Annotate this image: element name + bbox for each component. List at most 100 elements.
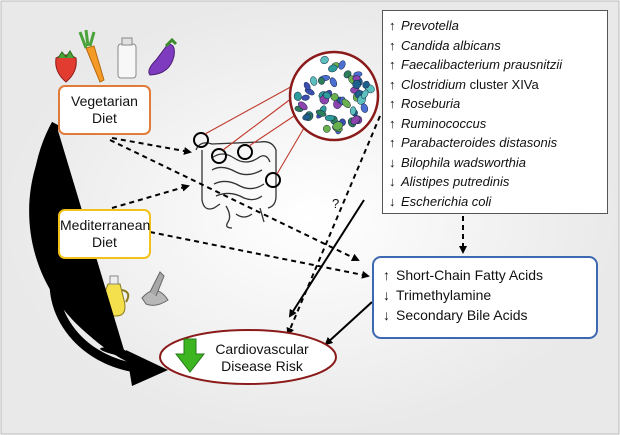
microbe-cell [301,94,310,101]
magnifier-circles [193,132,281,188]
microbe-cell [332,121,344,131]
metabolite-name: Secondary Bile Acids [396,307,528,323]
zoom-lines [204,83,305,175]
metabolites-to-cvd-arrow [324,301,373,346]
up-arrow-icon: ↑ [389,76,396,92]
milk-bottle-icon [117,37,137,79]
bacteria-name: Escherichia coli [401,193,492,209]
bacteria-item: ↑ Prevotella [389,16,607,36]
microbe-cells [293,56,375,135]
microbe-cell [310,76,318,86]
microbe-cell [322,124,331,133]
microbe-cell [360,103,369,113]
cvd-arrowhead [126,350,168,386]
bacteria-item: ↑ Faecalibacterium prausnitzii [389,55,607,75]
bacteria-name: Clostridium [401,76,467,92]
metabolite-item: ↑ Short-Chain Fatty Acids [383,265,596,285]
microbe-cell [352,79,362,89]
green-down-arrow-icon [174,338,206,373]
up-arrow-icon: ↑ [389,115,396,131]
up-arrow-icon: ↑ [383,267,390,283]
eggplant-icon [148,37,178,76]
vegetarian-to-cvd-arrow-body [32,121,140,367]
bacteria-suffix: cluster XIVa [466,76,539,92]
metabolite-name: Trimethylamine [396,287,492,303]
microbe-cell [303,81,311,91]
up-arrow-icon: ↑ [389,135,396,150]
cvd-label: Cardiovascular Disease Risk [198,341,326,375]
metabolites-box: ↑Short-Chain Fatty Acids↓Trimethylamine↓… [372,256,598,339]
microbe-cell [361,89,369,99]
up-arrow-icon: ↑ [389,18,396,33]
microbe-cell [338,60,346,70]
down-arrow-icon: ↓ [389,193,396,209]
dashed-arrows [109,115,467,336]
microbe-cell [322,91,331,99]
metabolite-name: Short-Chain Fatty Acids [396,267,544,283]
veg-to-gut-arrow [111,137,192,155]
bacteria-name: Parabacteroides distasonis [401,135,558,150]
up-arrow-icon: ↑ [389,57,396,72]
mediterranean-to-cvd-arrow-body [49,254,137,373]
intestine-icon [195,141,277,229]
up-arrow-icon: ↑ [389,96,396,111]
microbe-cell [302,114,311,121]
bacteria-name: Bilophila wadsworthia [401,154,527,170]
carrot-icon [78,29,105,83]
bacteria-item: ↑ Ruminococcus [389,114,607,134]
bacteria-item: ↓ Escherichia coli [389,192,607,212]
bacteria-item: ↑ Clostridium cluster XIVa [389,75,607,95]
up-arrow-icon: ↑ [389,37,396,53]
down-arrow-icon: ↓ [389,174,396,189]
microbe-cell [315,109,327,117]
med-to-metabolites-arrow [149,231,370,279]
question-mark: ? [332,196,340,211]
bacteria-list-box: ↑ Prevotella ↑ Candida albicans ↑ Faecalibact… [382,10,608,214]
mediterranean-label-line2: Diet [92,234,117,250]
down-arrow-icon: ↓ [389,154,396,170]
microbe-cell [350,115,361,125]
microbe-cell [293,91,302,101]
bacteria-name: Alistipes putredinis [401,174,510,189]
strawberry-icon [55,50,77,83]
bacteria-name: Faecalibacterium prausnitzii [401,57,563,72]
bacteria-name: Roseburia [401,96,461,111]
down-arrow-icon: ↓ [383,307,390,323]
cvd-label-line1: Cardiovascular [215,341,309,357]
microbe-cell [349,106,357,116]
microbe-cell [328,64,338,73]
mediterranean-diet-box: Mediterranean Diet [58,209,151,259]
microbe-cell [324,114,336,122]
med-to-gut-arrow [111,183,190,209]
down-arrow-icon: ↓ [383,287,390,303]
bacteria-name: Prevotella [401,18,459,33]
vegetarian-label-line1: Vegetarian [71,93,138,109]
vegetarian-food-icons [55,29,178,83]
microbe-cell [317,77,325,85]
microbe-cell [298,101,308,111]
microbiota-zoom-circle [288,50,380,142]
bacteria-item: ↑ Parabacteroides distasonis [389,133,607,153]
cvd-ellipse [159,329,337,385]
veg-to-metabolites-arrow [109,139,360,261]
bacteria-name: Ruminococcus [401,115,487,131]
microbe-cell [329,77,338,88]
microbe-cell [341,98,351,109]
bacteria-item: ↓ Alistipes putredinis [389,172,607,192]
gut-to-cvd-arrow [288,199,365,318]
bacteria-name: Candida albicans [401,37,501,53]
vegetarian-label-line2: Diet [92,110,117,126]
bacteria-item: ↓ Bilophila wadsworthia [389,153,607,173]
cvd-label-line2: Disease Risk [221,358,303,374]
metabolite-item: ↓ Secondary Bile Acids [383,305,596,325]
metabolite-item: ↓ Trimethylamine [383,285,596,305]
microbe-cell [330,93,339,101]
vegetarian-diet-box: Vegetarian Diet [58,85,151,135]
fish-icon [141,271,169,306]
microbiota-to-cvd-arrow [286,115,381,336]
mediterranean-label-line1: Mediterranean [60,217,151,233]
bacteria-item: ↑ Candida albicans [389,36,607,56]
microbe-cell [320,56,329,64]
microbe-cell [362,80,370,89]
